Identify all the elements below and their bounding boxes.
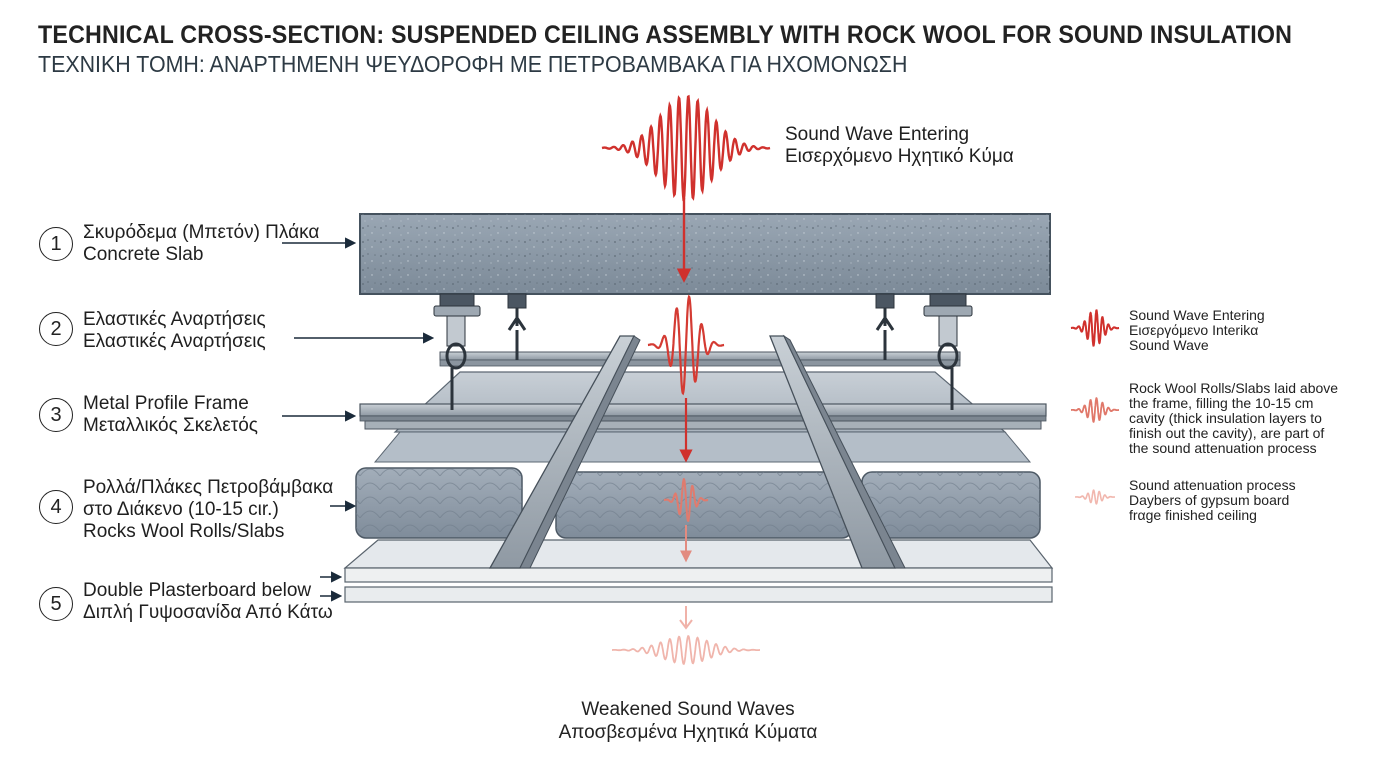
legend-2-line-4: finish out the cavity), are part of xyxy=(1129,425,1325,441)
layer-4-line-1: Ρολλά/Πλάκες Πετροβάμβακα xyxy=(83,477,334,498)
wave-medium-icon xyxy=(1070,396,1120,424)
double-plasterboard xyxy=(343,539,1054,603)
incoming-sound-wave xyxy=(601,94,771,202)
elastic-hanger-right xyxy=(923,293,973,410)
callout-number-3: 3 xyxy=(39,398,73,432)
layer-label-frame: Metal Profile Frame Μεταλλικός Σκελετός xyxy=(83,393,258,437)
legend-3-line-1: Sound attenuation process xyxy=(1129,477,1296,493)
layer-2-line-2: Ελαστικές Αναρτήσεις xyxy=(83,331,266,352)
layer-3-line-1: Metal Profile Frame xyxy=(83,393,249,414)
legend-2-line-3: cavity (thick insulation layers to xyxy=(1129,410,1322,426)
legend-item-3: Sound attenuation process Daybers of gyp… xyxy=(1129,478,1296,523)
layer-2-line-1: Ελαστικές Αναρτήσεις xyxy=(83,309,266,330)
sound-out-label: Weakened Sound Waves Αποσβεσμένα Ηχητικά… xyxy=(538,698,838,744)
sound-path xyxy=(601,94,771,666)
sound-wave-in-cavity xyxy=(647,294,725,396)
elastic-hanger-left-2 xyxy=(507,293,527,360)
layer-label-concrete: Σκυρόδεμα (Μπετόν) Πλάκα Concrete Slab xyxy=(83,222,319,266)
legend-1-line-1: Sound Wave Entering xyxy=(1129,307,1265,323)
sound-wave-in-wool xyxy=(663,478,709,522)
legend-2-line-1: Rock Wool Rolls/Slabs laid above xyxy=(1129,380,1339,396)
layer-3-line-2: Μεταλλικός Σκελετός xyxy=(83,415,258,436)
leader-arrows xyxy=(282,237,435,602)
metal-profile-frame xyxy=(359,334,1047,569)
sound-out-english: Weakened Sound Waves xyxy=(581,699,795,720)
elastic-hanger-right-2 xyxy=(875,293,895,360)
layer-4-line-3: Rocks Wool Rolls/Slabs xyxy=(83,521,285,542)
elastic-hanger-left xyxy=(433,293,481,410)
sound-in-english: Sound Wave Entering xyxy=(785,124,970,145)
legend-item-2: Rock Wool Rolls/Slabs laid above the fra… xyxy=(1129,381,1338,456)
legend-1-line-2: Εισεργόμενο Interikα xyxy=(1129,322,1259,338)
wave-faint-icon xyxy=(1075,489,1115,505)
sound-in-greek: Εισερχόμενο Ηχητικό Κύμα xyxy=(785,146,1014,167)
layer-5-line-1: Double Plasterboard below xyxy=(83,580,312,601)
layer-5-line-2: Διπλή Γυψοσανίδα Από Κάτω xyxy=(83,602,333,623)
layer-label-plasterboard: Double Plasterboard below Διπλή Γυψοσανί… xyxy=(83,580,333,624)
callout-number-4: 4 xyxy=(39,490,73,524)
legend-3-line-2: Daybers of gypsum board xyxy=(1129,492,1290,508)
layer-label-rock-wool: Ρολλά/Πλάκες Πετροβάμβακα στο Διάκενο (1… xyxy=(83,477,333,543)
layer-label-hangers: Ελαστικές Αναρτήσεις Ελαστικές Αναρτήσει… xyxy=(83,309,266,353)
callout-number-5: 5 xyxy=(39,587,73,621)
legend-1-line-3: Sound Wave xyxy=(1129,337,1209,353)
sound-out-greek: Αποσβεσμένα Ηχητικά Κύματα xyxy=(558,722,818,743)
page-title: TECHNICAL CROSS-SECTION: SUSPENDED CEILI… xyxy=(38,21,1293,49)
callout-number-1: 1 xyxy=(39,227,73,261)
page-subtitle: ΤΕΧΝΙΚΗ ΤΟΜΗ: ΑΝΑΡΤΗΜΕΝΗ ΨΕΥΔΟΡΟΦΗ ΜΕ ΠΕ… xyxy=(38,51,908,77)
layer-1-line-2: Concrete Slab xyxy=(83,244,204,265)
wave-strong-icon xyxy=(1070,309,1120,347)
legend-2-line-2: the frame, filling the 10-15 cm xyxy=(1129,395,1314,411)
layer-4-line-2: στο Διάκενο (10-15 cιr.) xyxy=(83,499,279,520)
sound-in-label: Sound Wave Entering Εισερχόμενο Ηχητικό … xyxy=(785,124,1014,168)
legend-item-1: Sound Wave Entering Εισεργόμενο Interikα… xyxy=(1129,308,1265,353)
layer-1-line-1: Σκυρόδεμα (Μπετόν) Πλάκα xyxy=(83,222,320,243)
concrete-slab xyxy=(359,213,1051,295)
legend-2-line-5: the sound attenuation process xyxy=(1129,440,1317,456)
weakened-sound-wave xyxy=(612,634,760,666)
callout-number-2: 2 xyxy=(39,312,73,346)
rock-wool-slabs xyxy=(355,467,1041,539)
legend-3-line-3: frαge finished ceiling xyxy=(1129,507,1257,523)
